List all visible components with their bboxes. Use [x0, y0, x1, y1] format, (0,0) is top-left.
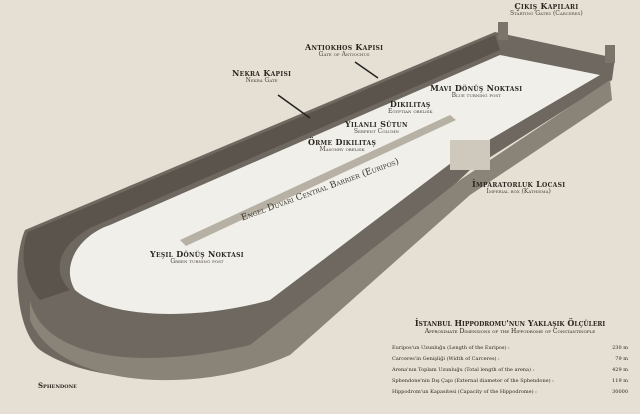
label-tr: Mavi Dönüş Noktası	[430, 83, 523, 93]
dimension-label: Arena'nın Toplam Uzunluğu (Total length …	[392, 367, 535, 373]
label-en: Green turning post	[170, 258, 224, 266]
label-en: Serpent Column	[353, 128, 399, 136]
dimensions-table: İstanbul Hippodromu'nun Yaklaşık Ölçüler…	[392, 318, 628, 400]
dimension-value: 79 m	[615, 356, 628, 362]
label-tr: Yılanlı Sütun	[345, 119, 408, 129]
starting-gates	[498, 22, 508, 40]
label-tr: Yeşil Dönüş Noktası	[150, 249, 244, 259]
label-en: Masonry obelisk	[319, 146, 365, 154]
dimension-value: 30000	[612, 389, 628, 395]
dimension-row: Sphendone'nin Dış Çapı (External diamete…	[392, 378, 628, 389]
starting-gates-tower	[605, 45, 615, 63]
facade-arches	[30, 80, 612, 381]
dimension-row: Carceres'in Genişliği (Width of Carceres…	[392, 356, 628, 367]
label-en: Nekra Gate	[245, 77, 278, 85]
label-en: Egyptian obelisk	[388, 108, 433, 116]
label-tr: İmparatorluk Locası	[472, 179, 566, 189]
seating-tiers	[23, 35, 501, 300]
label-en: Starting Gates (Carceres)	[510, 10, 583, 18]
dimension-label: Hippodrom'un Kapasitesi (Capacity of the…	[392, 389, 537, 395]
label-en: Gate of Antiochus	[318, 51, 370, 59]
label-en: Imperial box (Kathisma)	[486, 188, 551, 196]
imperial-box	[450, 140, 490, 170]
dimensions-title: İstanbul Hippodromu'nun Yaklaşık Ölçüler…	[414, 318, 606, 328]
dimension-label: Euripos'un Uzunluğu (Length of the Eurip…	[392, 345, 510, 351]
label-sphendone: Sphendone	[38, 381, 77, 390]
dimension-value: 230 m	[612, 345, 628, 351]
label-tr: Örme Dikilitaş	[308, 137, 377, 147]
dimensions-subtitle: Approximate Dimensions of the Hippodrome…	[424, 328, 596, 335]
central-barrier	[180, 115, 456, 246]
dimension-row: Arena'nın Toplam Uzunluğu (Total length …	[392, 367, 628, 378]
dimension-value: 429 m	[612, 367, 628, 373]
dimension-row: Euripos'un Uzunluğu (Length of the Eurip…	[392, 345, 628, 356]
pointer-antiokhos	[354, 61, 379, 79]
dimension-label: Carceres'in Genişliği (Width of Carceres…	[392, 356, 500, 362]
pointer-nekra	[277, 94, 311, 119]
label-tr: Dikilitaş	[389, 99, 431, 109]
label-tr: Antiokhos Kapısı	[305, 42, 384, 52]
label-tr: Nekra Kapısı	[232, 68, 292, 78]
dimension-label: Sphendone'nin Dış Çapı (External diamete…	[392, 378, 554, 384]
label-en: Blue turning post	[451, 92, 501, 100]
dimension-row: Hippodrom'un Kapasitesi (Capacity of the…	[392, 389, 628, 400]
dimension-value: 119 m	[612, 378, 628, 384]
label-tr: Çıkış Kapıları	[514, 1, 579, 11]
arena-floor	[69, 55, 601, 314]
